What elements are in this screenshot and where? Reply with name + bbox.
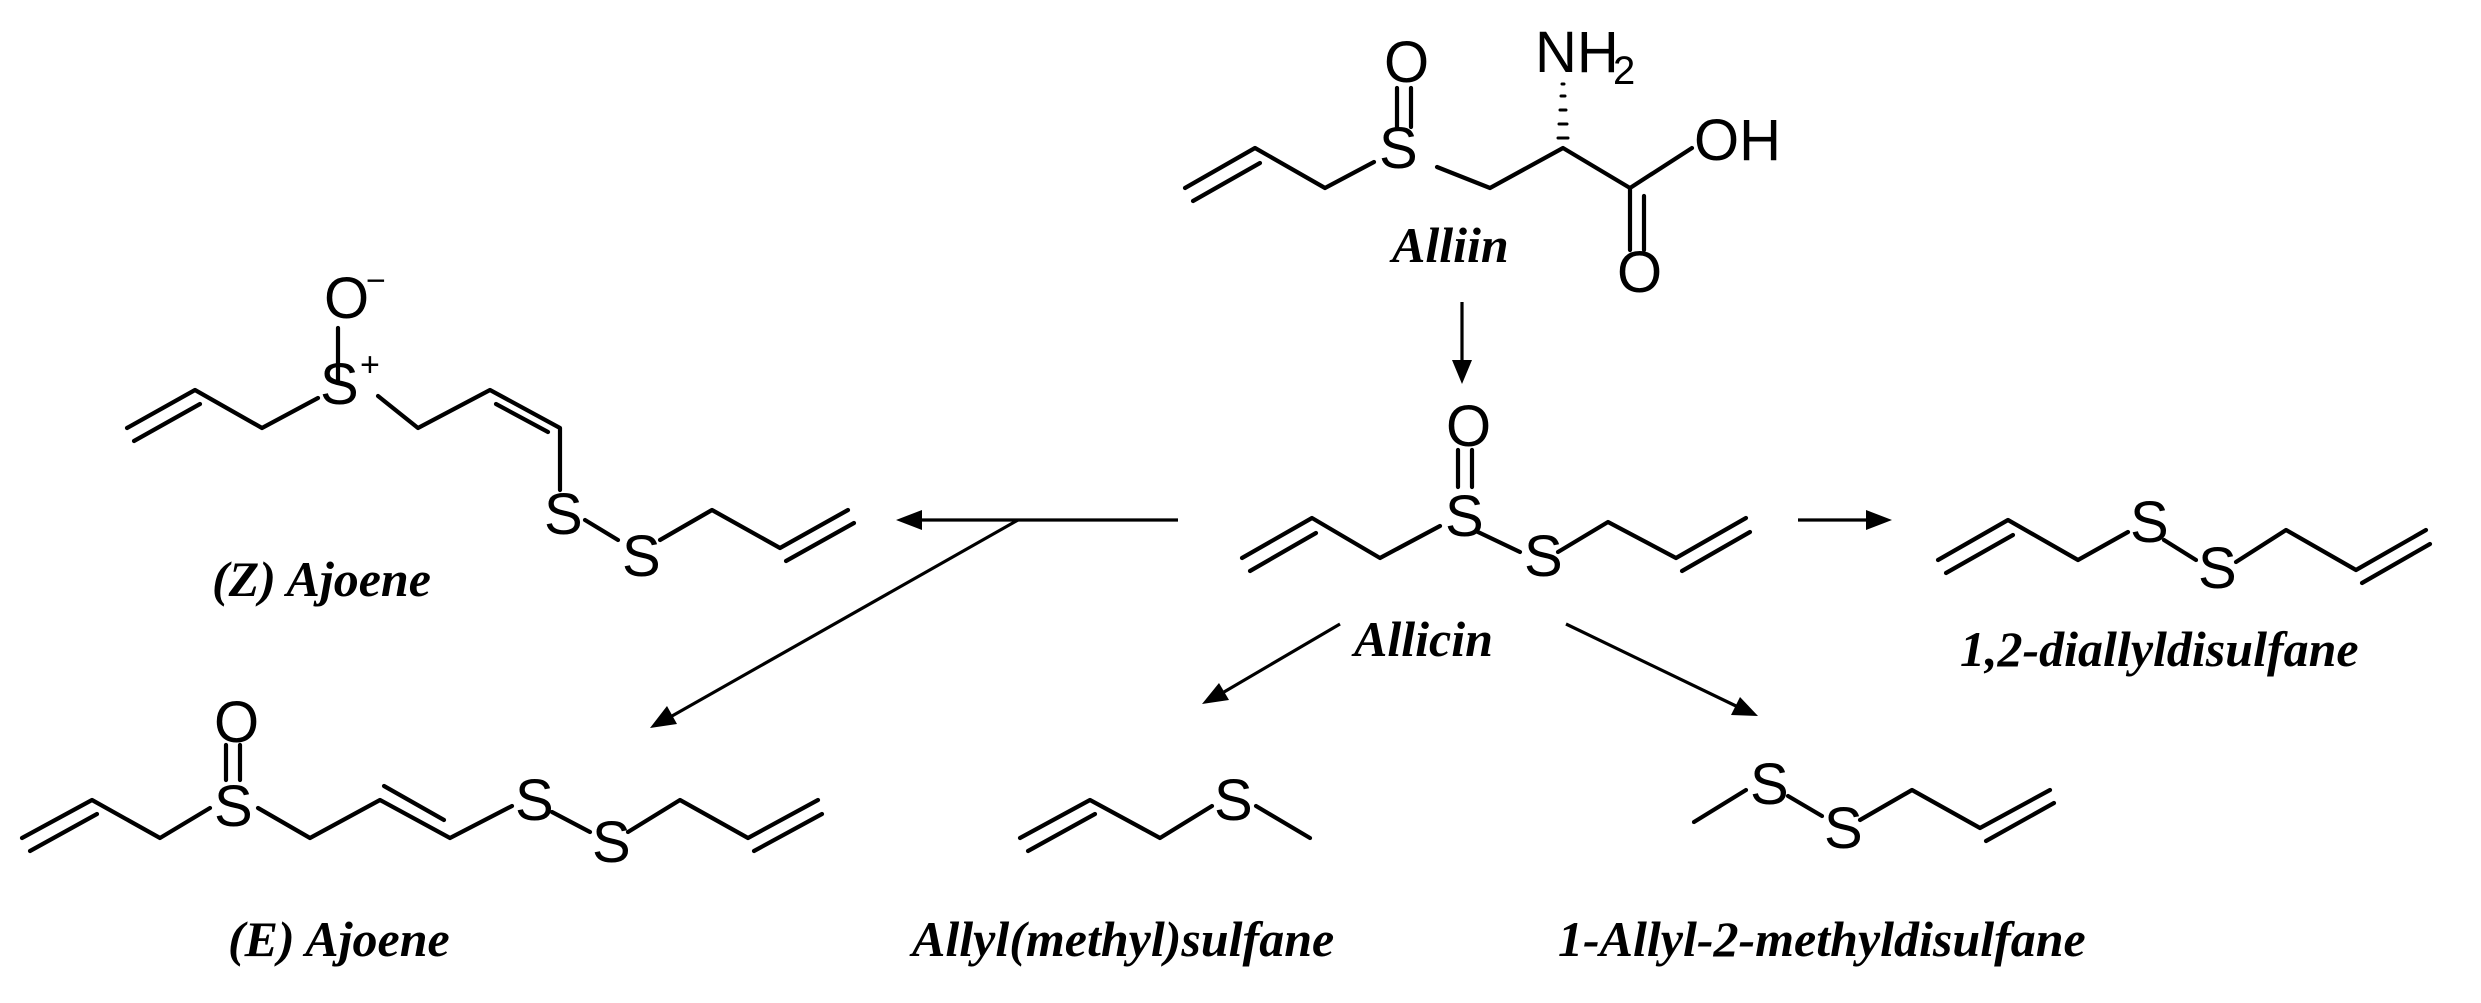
z-ajoene-s-atom-2: S	[622, 524, 661, 589]
z-ajoene-minus-charge: −	[366, 262, 386, 300]
z-ajoene-s-plus-atom: S	[320, 352, 359, 417]
alliin-nh-atom: NH	[1535, 20, 1619, 85]
allyl-methyl-disulfane-label: 1-Allyl-2-methyldisulfane	[1558, 911, 2086, 967]
allyl-methyl-disulfane-structure: S S 1-Allyl-2-methyldisulfane	[1558, 752, 2086, 967]
alliin-skeleton	[1182, 145, 1377, 191]
e-ajoene-label: (E) Ajoene	[228, 911, 450, 967]
diallyldisulfane-s-atom-1: S	[2130, 490, 2169, 555]
allicin-o-atom: O	[1446, 394, 1491, 459]
diallyldisulfane-label: 1,2-diallyldisulfane	[1960, 621, 2359, 677]
arrow-alliin-to-allicin	[1452, 302, 1472, 384]
e-ajoene-structure: S O S S (E) Ajoene	[19, 690, 825, 967]
z-ajoene-label: (Z) Ajoene	[212, 551, 431, 607]
alliin-carbonyl-o: O	[1617, 240, 1662, 305]
z-ajoene-s-atom-1: S	[544, 482, 583, 547]
alliin-o-atom: O	[1384, 30, 1429, 95]
allicin-s-atom-2: S	[1524, 524, 1563, 589]
alliin-h-subscript: 2	[1613, 49, 1635, 93]
allyl-methyl-sulfane-label: Allyl(methyl)sulfane	[909, 911, 1334, 967]
allyl-methyl-sulfane-structure: S Allyl(methyl)sulfane	[909, 768, 1334, 967]
allicin-label: Allicin	[1351, 611, 1493, 667]
z-ajoene-plus-charge: +	[360, 346, 380, 384]
arrow-allicin-to-allyl-methyl-sulfane	[1202, 622, 1341, 704]
allyl-methyl-disulfane-s-atom-1: S	[1750, 752, 1789, 817]
allicin-s-atom-1: S	[1445, 484, 1484, 549]
allicin-structure: S S O Allicin	[1239, 394, 1753, 667]
z-ajoene-o-minus-atom: O	[324, 266, 369, 331]
alliin-label: Alliin	[1389, 217, 1509, 273]
alliin-structure: S O NH 2 OH O Alliin	[1182, 20, 1781, 305]
alliin-hashed-bond	[1556, 82, 1570, 140]
e-ajoene-s-atom-2: S	[592, 810, 631, 875]
alliin-s-atom: S	[1379, 116, 1418, 181]
arrow-allicin-to-allyl-methyl-disulfane	[1565, 622, 1758, 716]
diallyldisulfane-structure: S S 1,2-diallyldisulfane	[1935, 490, 2433, 677]
allyl-methyl-disulfane-s-atom-2: S	[1824, 796, 1863, 861]
e-ajoene-s-atom-1: S	[515, 768, 554, 833]
arrow-allicin-to-z-ajoene	[896, 510, 1178, 530]
arrow-allicin-to-diallyldisulfane	[1798, 510, 1892, 530]
alliin-oh-atom: OH	[1694, 108, 1781, 173]
z-ajoene-structure: S + O − S S (Z) Ajoene	[124, 262, 857, 607]
arrow-allicin-to-e-ajoene	[650, 518, 1019, 728]
e-ajoene-o-atom: O	[214, 690, 259, 755]
e-ajoene-s-oxide-atom: S	[214, 774, 253, 839]
allyl-methyl-sulfane-s-atom: S	[1214, 768, 1253, 833]
diallyldisulfane-s-atom-2: S	[2198, 536, 2237, 601]
